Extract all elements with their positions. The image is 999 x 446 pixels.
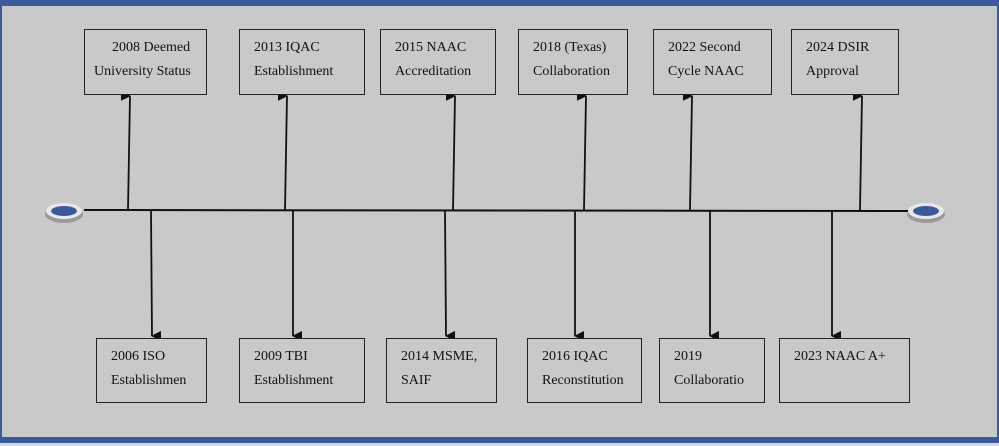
- milestone-detail-label: Establishmen: [111, 373, 187, 388]
- milestone-box-bottom: 2006 ISO Establishmen: [96, 338, 207, 403]
- frame-left-border: [0, 0, 2, 446]
- connector-arrow-down: [150, 210, 162, 341]
- milestone-box-top: 2015 NAAC Accreditation: [380, 29, 496, 95]
- milestone-detail-label: Accreditation: [395, 64, 472, 79]
- milestone-box-top: 2013 IQAC Establishment: [239, 29, 365, 95]
- milestone-year-label: 2016 IQAC: [542, 349, 608, 364]
- connector-arrow-up: [120, 90, 131, 211]
- milestone-detail-label: Approval: [806, 64, 859, 79]
- milestone-box-bottom: 2023 NAAC A+: [779, 338, 910, 403]
- connector-arrow-up: [277, 90, 288, 211]
- milestone-year-label: 2024 DSIR: [806, 40, 870, 55]
- milestone-year-label: 2018 (Texas): [533, 40, 607, 55]
- milestone-box-top: 2024 DSIR Approval: [791, 29, 899, 95]
- milestone-detail-label: Collaboratio: [674, 373, 744, 388]
- connector-arrow-down: [444, 210, 456, 341]
- milestone-box-top: 2022 Second Cycle NAAC: [653, 29, 772, 95]
- timeline-axis: [83, 209, 911, 212]
- milestone-box-bottom: 2009 TBI Establishment: [239, 338, 365, 403]
- milestone-detail-label: SAIF: [401, 373, 432, 388]
- milestone-box-top: 2018 (Texas) Collaboration: [518, 29, 628, 95]
- milestone-box-bottom: 2016 IQAC Reconstitution: [527, 338, 642, 403]
- milestone-box-bottom: 2014 MSME, SAIF: [386, 338, 497, 403]
- connector-arrow-up: [445, 90, 456, 211]
- milestone-year-label: 2014 MSME,: [401, 349, 478, 364]
- milestone-year-label: 2023 NAAC A+: [794, 349, 886, 364]
- milestone-detail-label: Collaboration: [533, 64, 610, 79]
- connector-arrow-up: [852, 90, 863, 211]
- milestone-year-label: 2013 IQAC: [254, 40, 320, 55]
- connector-arrow-up: [576, 90, 587, 211]
- milestone-year-label: 2022 Second: [668, 40, 741, 55]
- milestone-year-label: 2006 ISO: [111, 349, 166, 364]
- frame-top-border: [0, 0, 999, 6]
- right-endcap: [907, 203, 945, 223]
- frame-bottom-border: [0, 437, 999, 443]
- milestone-box-top: 2008 Deemed University Status: [84, 29, 207, 95]
- milestone-detail-label: Establishment: [254, 64, 334, 79]
- frame-right-border: [997, 0, 999, 446]
- milestone-detail-label: Cycle NAAC: [668, 64, 744, 79]
- milestone-box-bottom: 2019 Collaboratio: [659, 338, 765, 403]
- connector-arrow-up: [682, 90, 693, 211]
- left-endcap: [45, 203, 83, 223]
- milestone-detail-label: Establishment: [254, 373, 334, 388]
- milestone-year-label: 2009 TBI: [254, 349, 308, 364]
- milestone-detail-label: University Status: [94, 64, 191, 79]
- milestone-detail-label: Reconstitution: [542, 373, 624, 388]
- milestone-year-label: 2015 NAAC: [395, 40, 467, 55]
- milestone-year-label: 2019: [674, 349, 702, 364]
- frame-bottom-highlight: [0, 443, 999, 446]
- milestone-year-label: 2008 Deemed: [112, 40, 191, 55]
